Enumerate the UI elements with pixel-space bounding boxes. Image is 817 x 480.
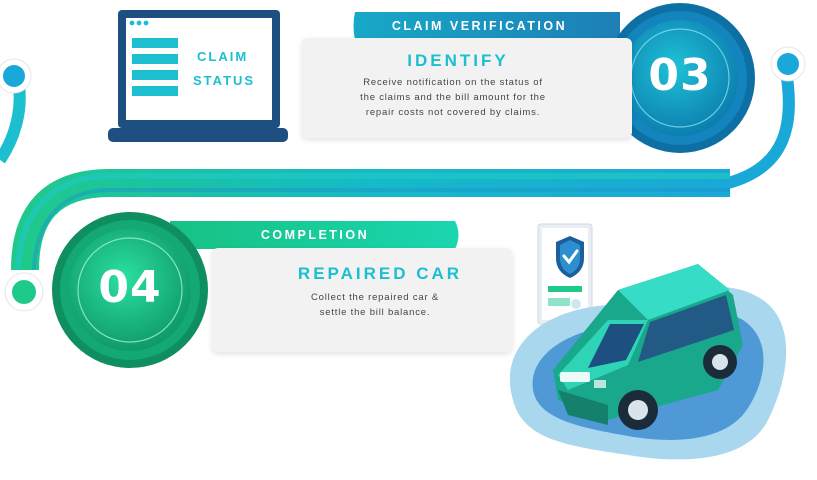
step-03-description-line: the claims and the bill amount for the (360, 92, 546, 103)
step-03-description-line: repair costs not covered by claims. (365, 107, 541, 118)
laptop-status-label: STATUS (193, 73, 256, 88)
step-03-card (302, 38, 632, 138)
step-03-title: IDENTIFY (407, 51, 509, 70)
step-04-card (212, 248, 512, 352)
step-04-description-line: settle the bill balance. (319, 307, 431, 318)
step-04-description: Collect the repaired car & settle the bi… (275, 290, 475, 320)
step-04-number: 04 (98, 262, 162, 313)
step-03-description: Receive notification on the status of th… (318, 75, 588, 120)
laptop-icon (108, 8, 288, 148)
laptop-claim-label: CLAIM (197, 49, 249, 64)
step-04-title: REPAIRED CAR (297, 264, 463, 283)
step-03-category: CLAIM VERIFICATION (391, 19, 568, 33)
step-03-number: 03 (648, 50, 712, 101)
car-icon (498, 250, 798, 475)
checkmark-icon (562, 249, 579, 265)
step-04-description-line: Collect the repaired car & (311, 292, 439, 303)
step-03-description-line: Receive notification on the status of (363, 77, 543, 88)
step-04-category: COMPLETION (260, 228, 370, 242)
certificate-shield-icon (536, 218, 606, 328)
